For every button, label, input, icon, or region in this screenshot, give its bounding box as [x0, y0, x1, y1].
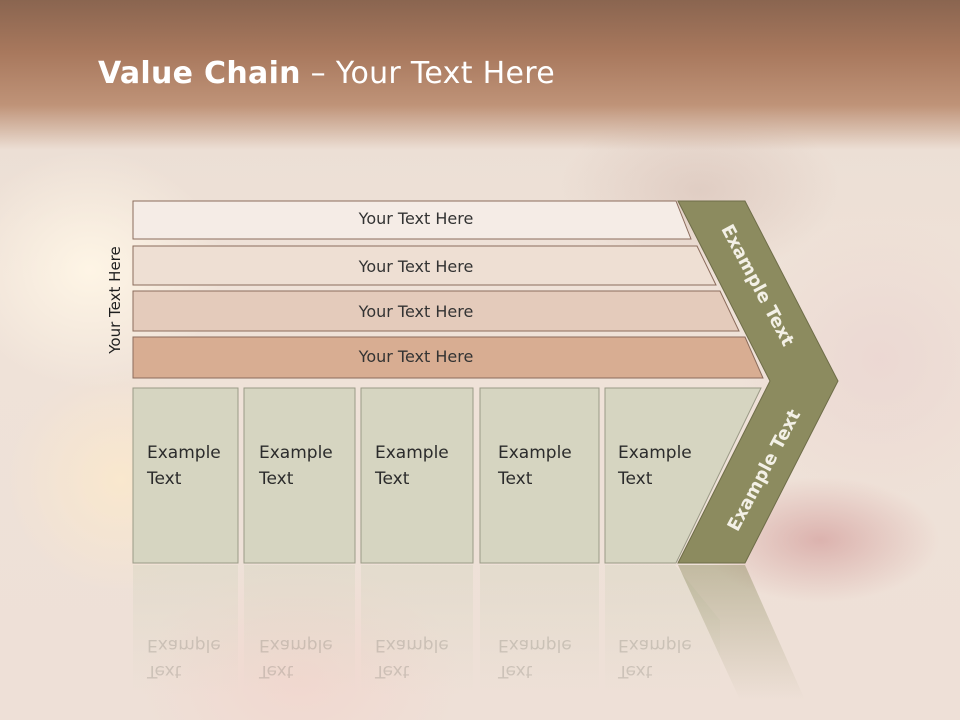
box-shape-3[interactable] — [360, 387, 474, 564]
row-label-4: Your Text Here — [358, 347, 474, 366]
title-bold: Value Chain — [98, 56, 301, 91]
box-shape-5[interactable] — [604, 387, 762, 564]
header-band — [0, 0, 960, 150]
reflection-group — [133, 565, 805, 700]
title-rest: Your Text Here — [335, 56, 555, 91]
row-shape-3[interactable] — [132, 290, 740, 332]
chevron-shape[interactable] — [677, 200, 839, 564]
row-shape-1[interactable] — [132, 200, 692, 240]
slide-title[interactable]: Value Chain – Your Text Here — [98, 56, 555, 91]
box-shape-2[interactable] — [243, 387, 356, 564]
row-shape-4[interactable] — [132, 336, 764, 379]
box-shape-4[interactable] — [479, 387, 600, 564]
row-label-2: Your Text Here — [358, 257, 474, 276]
row-shape-2[interactable] — [132, 245, 717, 286]
row-label-1: Your Text Here — [358, 209, 474, 228]
box-shape-1[interactable] — [132, 387, 239, 564]
row-label-3: Your Text Here — [358, 302, 474, 321]
title-separator: – — [310, 56, 326, 91]
